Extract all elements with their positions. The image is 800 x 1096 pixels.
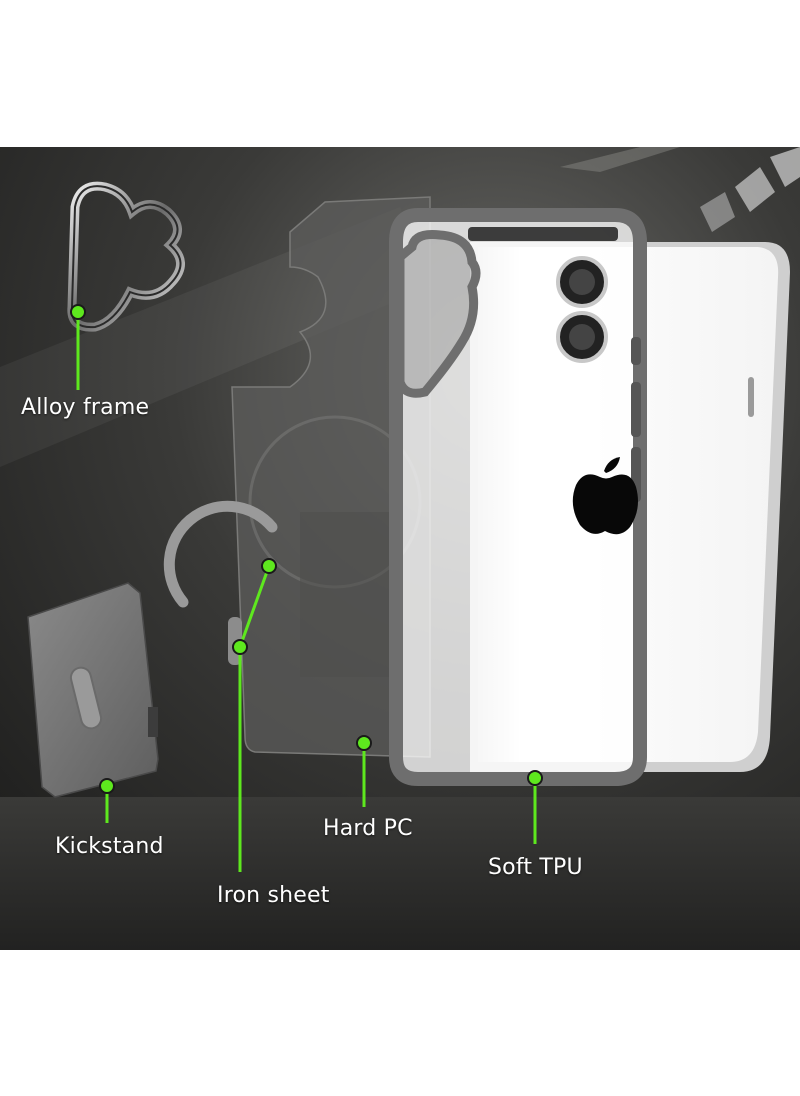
- label-iron-sheet: Iron sheet: [217, 883, 330, 908]
- floor: [0, 797, 800, 950]
- phone-side-button: [748, 377, 754, 417]
- diagram-illustration: [0, 147, 800, 950]
- callout-kickstand: [99, 778, 115, 823]
- callout-soft-tpu: [527, 770, 543, 844]
- label-alloy-frame: Alloy frame: [21, 395, 150, 420]
- kickstand-hinge: [148, 707, 158, 737]
- callout-alloy-frame: [70, 304, 86, 390]
- callout-iron-sheet: [232, 558, 277, 872]
- label-kickstand: Kickstand: [55, 834, 164, 859]
- magsafe-ring: [163, 500, 278, 608]
- light-patch: [735, 167, 775, 212]
- side-button: [631, 382, 641, 437]
- label-soft-tpu: Soft TPU: [488, 855, 583, 880]
- camera-lenses: [468, 227, 618, 363]
- diagram-panel: Alloy frame Kickstand Hard PC Iron sheet…: [0, 147, 800, 950]
- callout-hard-pc: [356, 735, 372, 807]
- hard-pc-plate: [231, 196, 431, 758]
- light-patch: [770, 147, 800, 187]
- label-hard-pc: Hard PC: [323, 816, 413, 841]
- kickstand-slot: [69, 666, 103, 730]
- apple-logo-icon: [572, 457, 638, 535]
- kickstand: [27, 582, 159, 798]
- side-button: [631, 337, 641, 365]
- kickstand-recess: [300, 512, 390, 677]
- light-patch: [700, 192, 735, 232]
- light-streak: [560, 147, 680, 172]
- alloy-frame: [67, 181, 185, 332]
